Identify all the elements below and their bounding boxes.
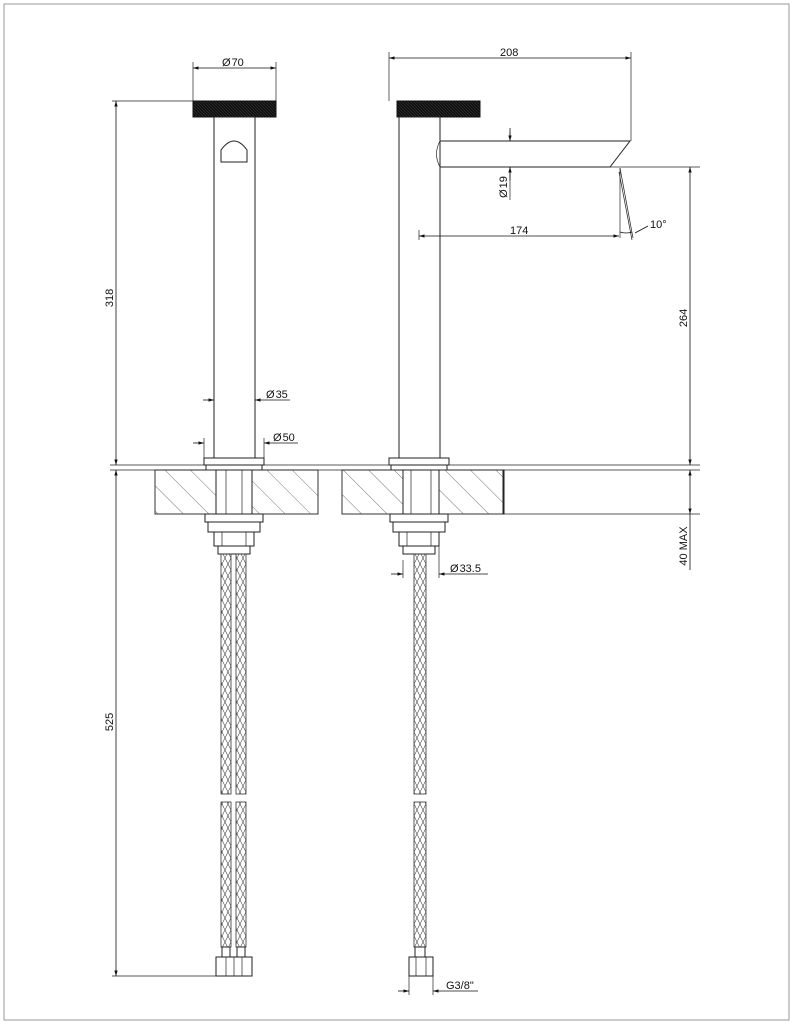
label-spout-angle: 10° bbox=[650, 219, 667, 231]
side-spout bbox=[439, 140, 632, 168]
side-base-collar bbox=[388, 457, 450, 466]
label-deck-thickness: 40 MAX bbox=[678, 526, 690, 566]
front-fixing-nut bbox=[213, 531, 255, 547]
side-hose-nut bbox=[408, 956, 434, 977]
front-fixing-washer bbox=[204, 513, 264, 523]
side-body bbox=[398, 116, 441, 466]
label-spout-reach: 174 bbox=[510, 225, 528, 237]
dimension-lines bbox=[114, 56, 692, 993]
page-border bbox=[3, 3, 790, 1021]
side-fixing-washer bbox=[389, 513, 449, 523]
front-knurled-head bbox=[192, 100, 277, 118]
label-head-diameter: Ø70 bbox=[222, 57, 244, 69]
label-hose-thread: G3/8" bbox=[446, 980, 474, 992]
side-fixing-nut bbox=[398, 531, 440, 547]
front-outlet bbox=[220, 140, 248, 163]
label-body-diameter: Ø35 bbox=[266, 389, 288, 401]
dimension-labels: Ø70 208 318 525 Ø19 174 10° 264 40 MAX Ø… bbox=[104, 47, 690, 992]
label-spout-diameter: Ø19 bbox=[498, 176, 510, 198]
front-hose-right bbox=[235, 553, 247, 795]
side-countertop-left bbox=[341, 469, 404, 515]
front-countertop-right bbox=[251, 469, 319, 515]
front-countertop-left bbox=[154, 469, 217, 515]
label-hose-length: 525 bbox=[104, 713, 116, 731]
front-body bbox=[213, 116, 256, 466]
side-knurled-head bbox=[396, 100, 481, 118]
label-base-diameter: Ø50 bbox=[273, 432, 295, 444]
front-hose-left bbox=[220, 553, 232, 795]
extension-lines bbox=[110, 52, 700, 995]
label-overall-width: 208 bbox=[500, 47, 518, 59]
front-view bbox=[154, 100, 319, 977]
label-shank-diameter: Ø33.5 bbox=[450, 563, 481, 575]
front-shank bbox=[215, 469, 253, 515]
label-spout-height: 264 bbox=[678, 309, 690, 327]
side-view bbox=[341, 100, 632, 977]
front-base-collar bbox=[203, 457, 265, 466]
side-shank bbox=[402, 469, 440, 515]
label-total-height: 318 bbox=[104, 289, 116, 307]
side-countertop-right bbox=[438, 469, 504, 515]
side-hose bbox=[413, 553, 427, 795]
